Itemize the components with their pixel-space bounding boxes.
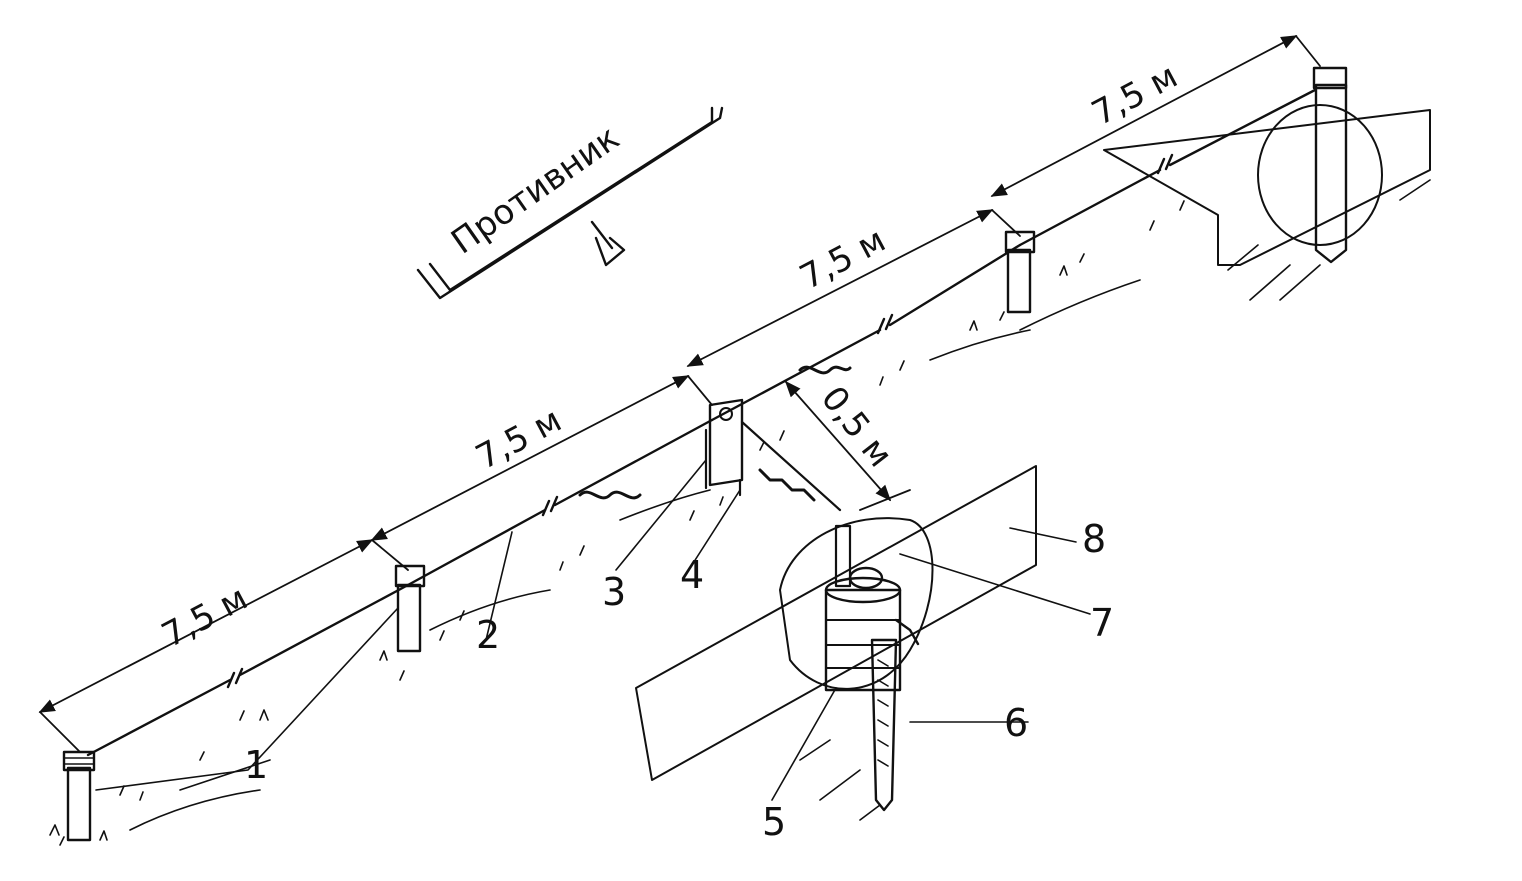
callout-8: 8 xyxy=(1082,517,1106,561)
callout-3: 3 xyxy=(602,570,626,614)
callout-5: 5 xyxy=(762,800,786,844)
wire-segment-mid-right xyxy=(710,243,1022,422)
tripwire xyxy=(86,88,1317,757)
dimension-lines xyxy=(38,35,1321,753)
ground-marks xyxy=(49,200,1185,846)
mine-assembly xyxy=(635,465,1037,821)
enemy-label: Противник xyxy=(444,118,626,262)
callout-6: 6 xyxy=(1004,701,1028,745)
dimension-label-4: 7,5 м xyxy=(1085,56,1184,134)
stake-left xyxy=(62,750,96,842)
callout-4: 4 xyxy=(680,553,704,597)
callout-leaders xyxy=(95,459,1091,801)
dimension-label-1: 7,5 м xyxy=(155,578,254,656)
dimension-label-2: 7,5 м xyxy=(469,400,568,478)
stake-mid-left xyxy=(394,564,426,653)
stake-mid-right xyxy=(1004,230,1036,314)
callout-7: 7 xyxy=(1090,601,1114,645)
callout-1: 1 xyxy=(244,743,268,787)
callout-2: 2 xyxy=(476,613,500,657)
pivot-post xyxy=(704,398,842,512)
enemy-indicator: Противник xyxy=(416,106,724,300)
